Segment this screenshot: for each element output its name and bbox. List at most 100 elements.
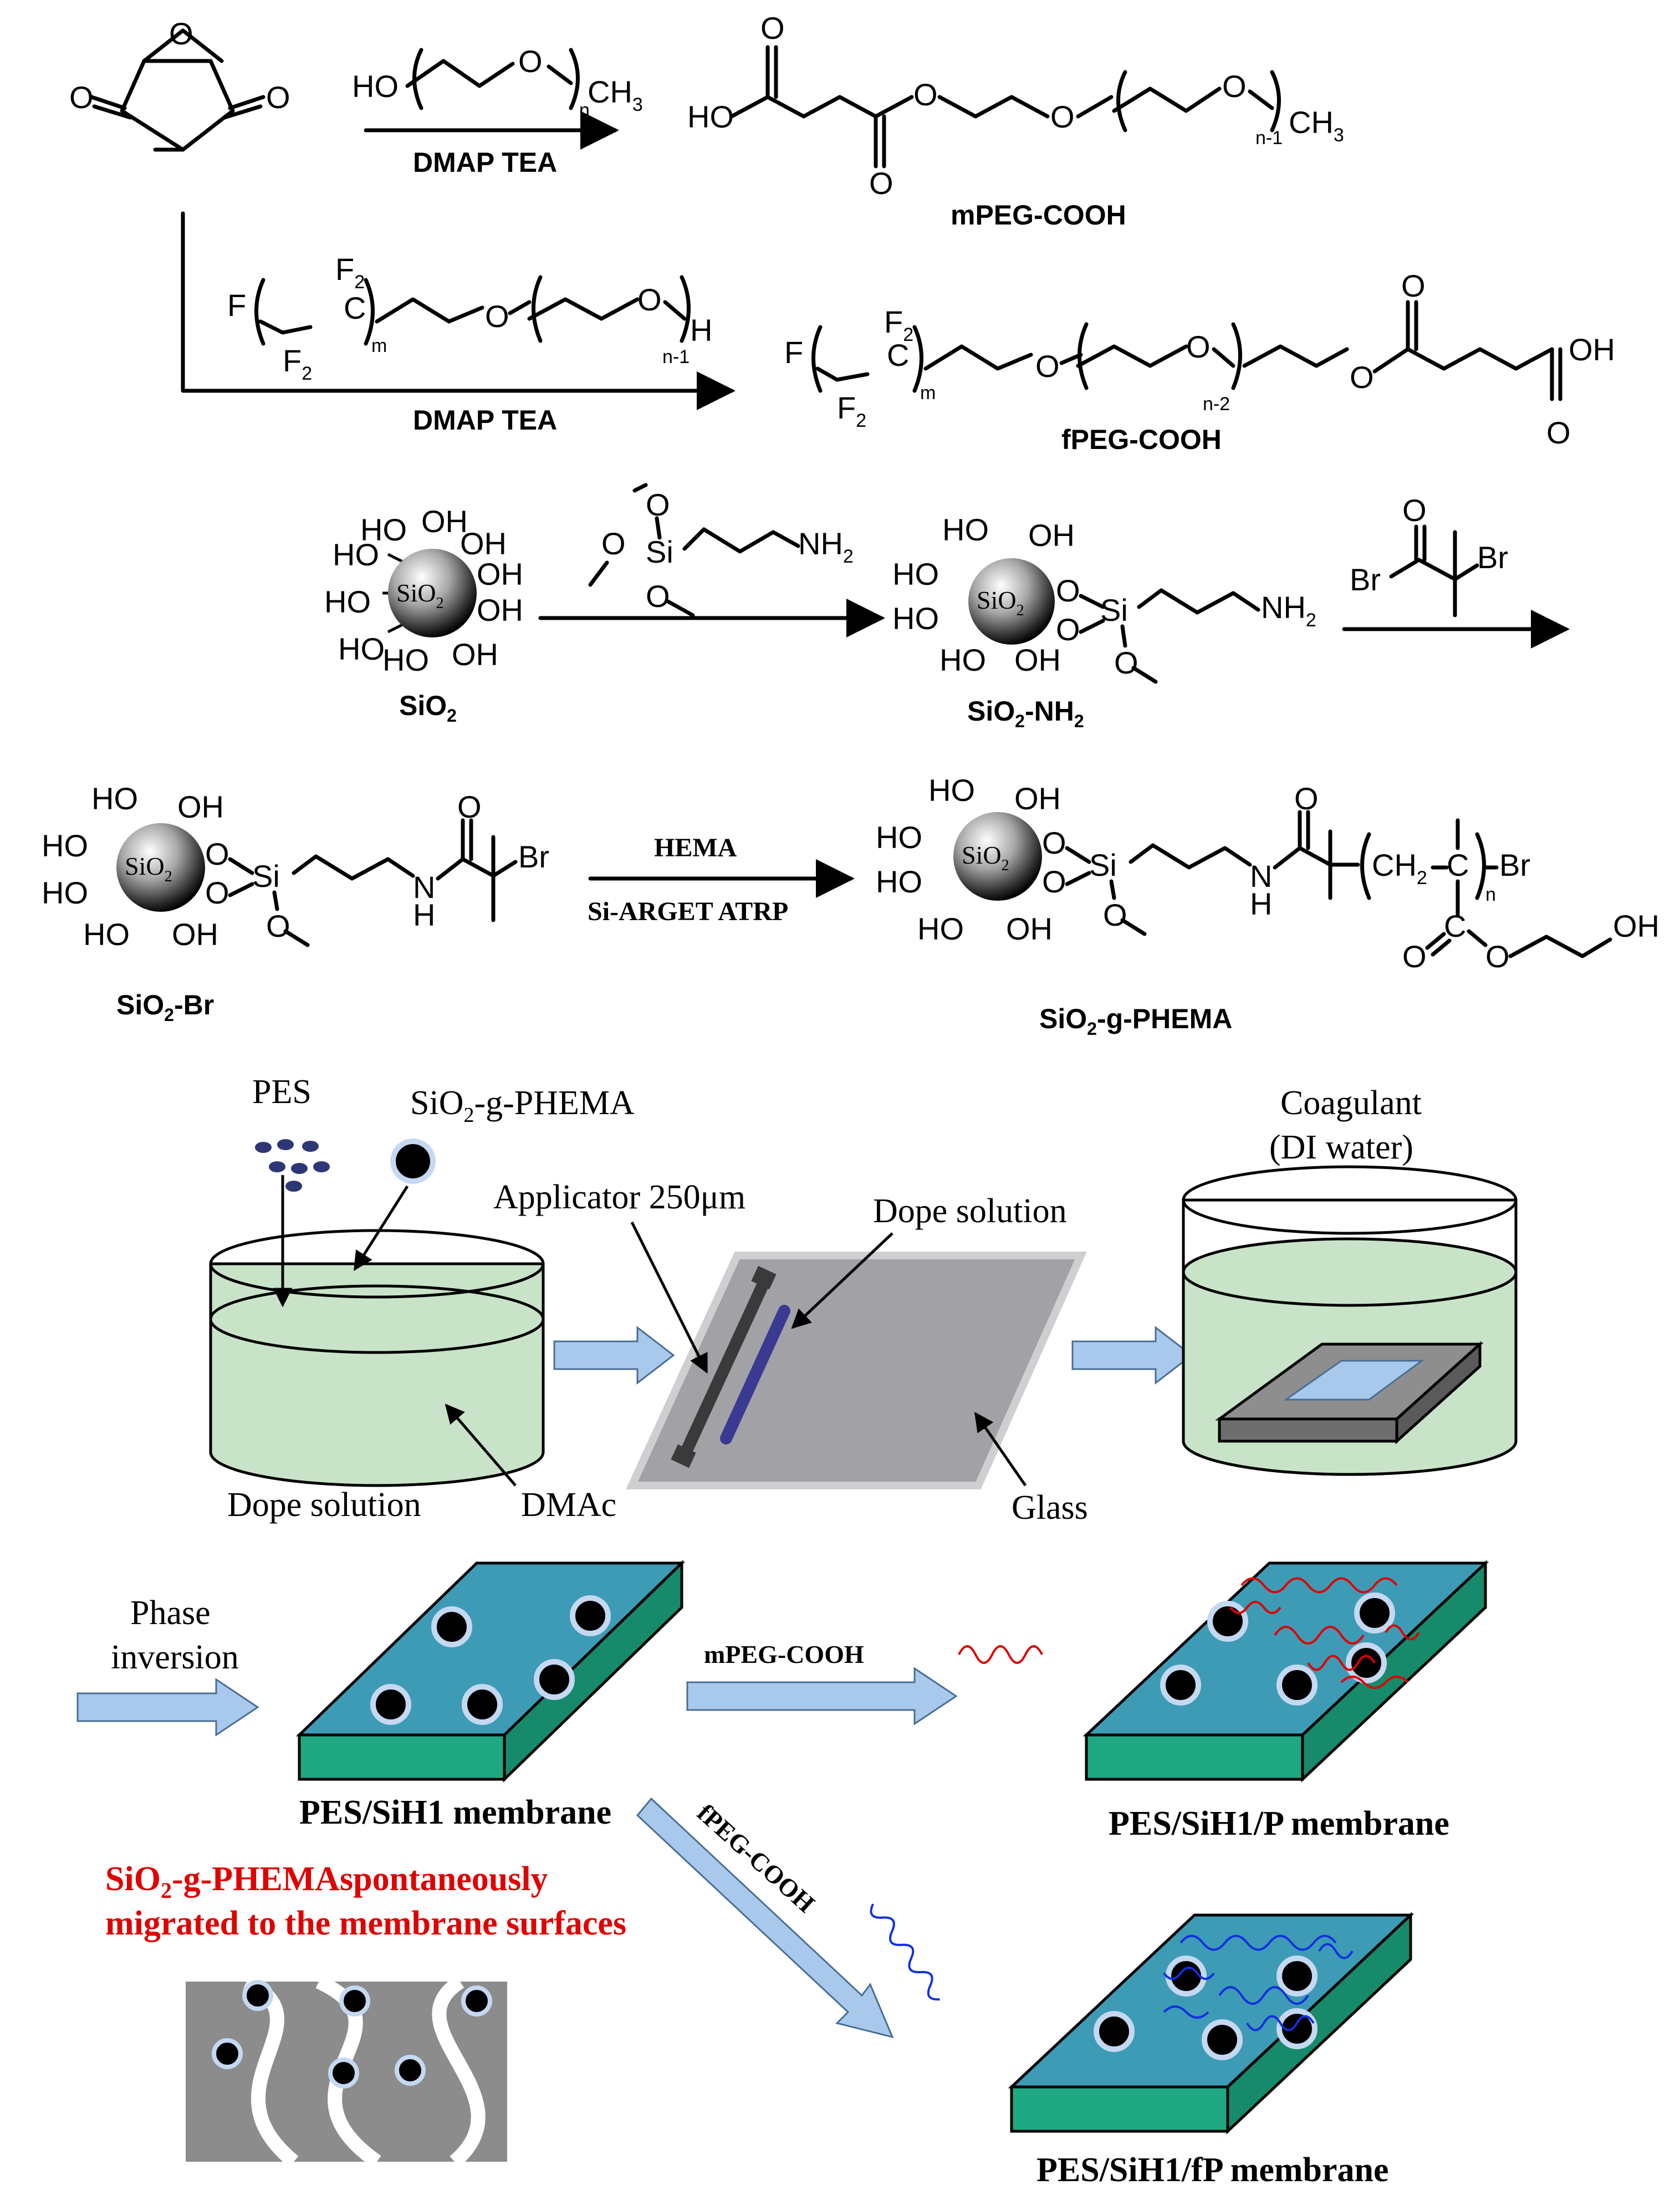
sio2-nh2-si: Si (1100, 593, 1128, 627)
fpeg-reagent-f2-top: F2 (335, 252, 365, 293)
bibb-o: O (1402, 493, 1427, 528)
fpeg-cooh-ether-o: O (1035, 349, 1060, 384)
sio2-phema-br: Br (1499, 848, 1530, 882)
membrane-3-particles (1094, 1956, 1318, 2060)
fpeg-reagent-f: F (227, 288, 246, 323)
sio2-nh2-o-bottom: O (1114, 645, 1138, 680)
applicator-end-top (751, 1265, 777, 1290)
silica-phema-particle: SiO2 HO OH HO HO HO OH O O Si O N H O CH… (876, 773, 1659, 974)
bibb-br-tert: Br (1477, 540, 1508, 575)
sio2-phema-c: C (1447, 848, 1469, 882)
sio2-phema-o-2: O (1042, 864, 1066, 899)
mpeg-cooh-ho: HO (687, 99, 734, 134)
fpeg-reagent-n1: n-1 (662, 346, 690, 367)
sio2-phema-oh-3: HO (876, 820, 922, 855)
pes-sih1-fp-label: PES/SiH1/fP membrane (1036, 2151, 1389, 2189)
coagulation-bath (1182, 1165, 1518, 1476)
sio2-br-o-bottom: O (266, 908, 290, 943)
mpeg-cooh-repeat-o: O (1222, 69, 1247, 104)
sio2-phema-oh-2: OH (1014, 781, 1061, 816)
sio2-oh-1: HO (360, 512, 407, 547)
atrp-conditions: Si-ARGET ATRP (588, 897, 788, 926)
sio2-nh2-oh-1: HO (942, 512, 989, 547)
sio2-br-oh-5: HO (83, 917, 130, 952)
fpeg-cooh-f2-top: F2 (884, 304, 913, 345)
mpeg-cooh-structure: HO O O O O O n-1 CH3 (687, 11, 1344, 201)
anhydride-ring-oxygen: O (169, 16, 193, 51)
sio2-oh-4: HO (333, 537, 379, 572)
dmac-label: DMAc (521, 1486, 616, 1524)
sio2-sphere (388, 549, 477, 637)
aptms-o-left: O (601, 526, 626, 561)
fpeg-cooh-repeat-o: O (1186, 329, 1211, 364)
applicator-pointer (630, 1221, 708, 1374)
submerged-glass-front (1218, 1417, 1398, 1443)
pes-sih1-p-label: PES/SiH1/P membrane (1109, 1805, 1449, 1842)
sio2-oh-6: HO (324, 584, 371, 619)
sio2-phema-oh: OH (1613, 908, 1659, 943)
mpeg-cooh-ester-o: O (869, 166, 893, 201)
sio2-g-phema-particle-icon (390, 1139, 436, 1184)
sio2-phema-oh-1: HO (928, 773, 975, 808)
glass-pointer (974, 1412, 1027, 1487)
dope-solution-bottom-label: Dope solution (227, 1486, 421, 1524)
coagulant-line-2: (DI water) (1269, 1129, 1413, 1166)
sio2-br-n: N (413, 870, 435, 905)
mpeg-cooh-label: mPEG-COOH (951, 200, 1126, 231)
sio2-br-oh-4: HO (42, 875, 88, 910)
sio2-br-sphere (116, 823, 205, 912)
sio2-br-oh-2: OH (177, 789, 224, 824)
sio2-core-label: SiO2 (396, 579, 444, 612)
fpeg-reagent-h: H (690, 313, 712, 348)
sio2-oh-3: OH (460, 526, 507, 561)
submerged-film (1283, 1360, 1424, 1401)
phase-inversion-line-2: inversion (111, 1638, 239, 1676)
sio2-phema-ester-o-double: O (1402, 939, 1427, 974)
sio2-phema-oh-5: HO (917, 911, 964, 946)
bibb-reagent: O Br Br (1350, 493, 1508, 617)
sio2-br-oh-6: OH (172, 917, 218, 952)
mpeg-cooh-ether-o: O (1050, 99, 1075, 134)
fpeg-chain-icon (870, 1903, 940, 2001)
coagulant-line-1: Coagulant (1280, 1084, 1422, 1122)
applicator-bar (678, 1274, 771, 1461)
sio2-nh2-oh-5: HO (939, 642, 986, 677)
sio2-nh2-oh-2: OH (1028, 518, 1075, 553)
particle-addition-arrow (353, 1185, 409, 1271)
fpeg-cooh-structure: F F2 C F2 m O O n-2 O O OH O (784, 268, 1615, 450)
succinic-anhydride: O O O (69, 16, 290, 152)
sio2-br-o-1: O (205, 836, 229, 871)
sio2-phema-oh-4: HO (876, 864, 922, 899)
sio2-phema-carbonyl-o: O (1294, 781, 1319, 816)
sio2-phema-n: N (1250, 859, 1272, 894)
sio2-nh2-o-1: O (1056, 573, 1080, 608)
dmac-pointer (445, 1403, 517, 1487)
sio2-phema-ch2: CH2 (1372, 848, 1427, 889)
applicator-label: Applicator 250μm (493, 1178, 745, 1216)
mpeg-cooh-ester-link-o: O (913, 77, 938, 112)
aptms-o-bottom: O (646, 579, 670, 614)
fpeg-grafting-arrow (636, 1797, 894, 2039)
dope-solution-pointer (791, 1232, 893, 1329)
sio2-nh2-sphere (968, 558, 1055, 645)
sio2-oh-2: OH (421, 504, 468, 539)
mpeg-ether-o: O (518, 44, 543, 79)
sio2-nh2-oh-4: HO (892, 601, 939, 636)
fpeg-cooh-oh: OH (1569, 332, 1615, 367)
sio2-br-label: SiO2-Br (116, 989, 214, 1025)
fpeg-brushes (1163, 1934, 1354, 2031)
sio2-oh-10: OH (452, 637, 498, 672)
casting-arrow (553, 1325, 675, 1385)
fpeg-cooh-c: C (887, 338, 909, 372)
sio2-nh2-nh2: NH2 (1261, 590, 1316, 631)
fpeg-cooh-carbonyl-o-bottom: O (1546, 415, 1571, 450)
mpeg-grafting-arrow (686, 1667, 958, 1726)
atrp-reagent: HEMA (654, 833, 737, 862)
mpeg-cooh-n1: n-1 (1255, 127, 1283, 149)
fpeg-reagent-ether-o: O (485, 299, 509, 334)
fpeg-cooh-label: fPEG-COOH (1061, 424, 1222, 455)
sio2-phema-o-bottom: O (1103, 897, 1127, 932)
sio2-phema-n-repeat: n (1485, 884, 1496, 905)
sio2-br-si: Si (252, 859, 280, 894)
